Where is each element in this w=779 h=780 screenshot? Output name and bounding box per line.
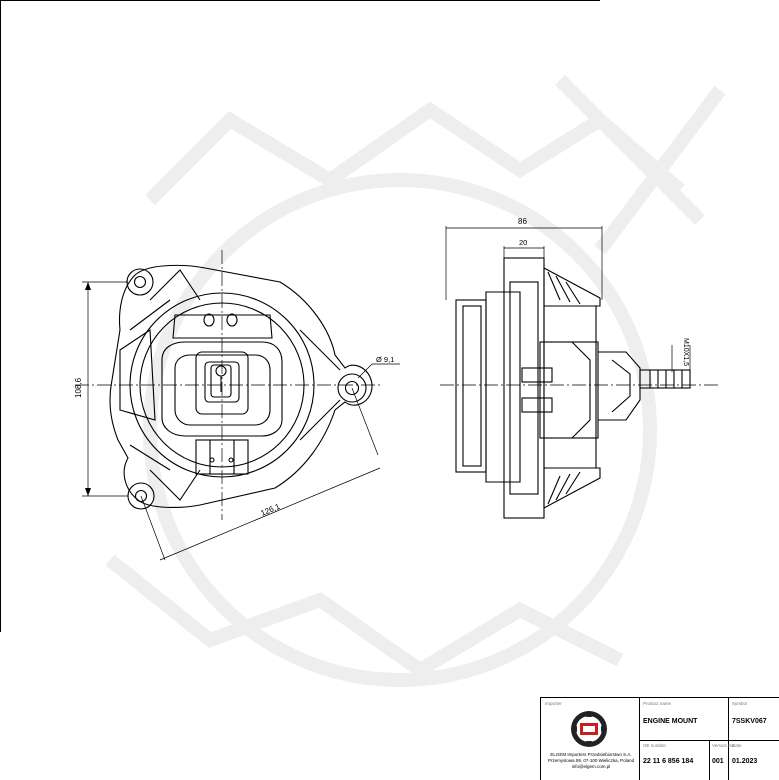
symbol-value: 7SSKV067 [732, 718, 767, 725]
oe-number: 22 11 6 856 184 [643, 758, 694, 765]
dimension-total-width: 86 [518, 217, 527, 226]
date-value: 01.2023 [732, 758, 758, 765]
company-address: ELGEM Importers Przedsiebiorstwo S.A. Pr… [545, 752, 637, 770]
watermark [105, 75, 726, 687]
dimension-diagonal: 126,1 [259, 502, 281, 518]
dimension-flange-width: 20 [519, 238, 527, 247]
company-logo [571, 711, 607, 747]
symbol-label: Symbol [732, 701, 748, 706]
version-value: 001 [712, 758, 724, 765]
title-block: Importer ELGEM Importers Przedsiebiorstw… [540, 697, 779, 780]
company-line: info@elgem.com.pl [571, 764, 611, 769]
product-name: ENGINE MOUNT [643, 718, 698, 725]
dimension-hole-diameter: Ø 9,1 [376, 355, 394, 364]
dimension-thread: M10X1,5 [682, 338, 689, 366]
company-line: ELGEM Importers Przedsiebiorstwo S.A. [550, 752, 632, 757]
version-label: Version No [712, 743, 735, 748]
dimension-height: 108,6 [74, 377, 83, 398]
product-name-label: Product name [643, 701, 672, 706]
date-label: Date [732, 743, 742, 748]
company-line: Przemyslowa 59, 07-100 Wieliczka, Poland [547, 758, 635, 763]
side-view [440, 226, 720, 519]
oe-number-label: OE number [643, 743, 667, 748]
importer-label: Importer [545, 701, 562, 706]
front-view [75, 250, 400, 561]
